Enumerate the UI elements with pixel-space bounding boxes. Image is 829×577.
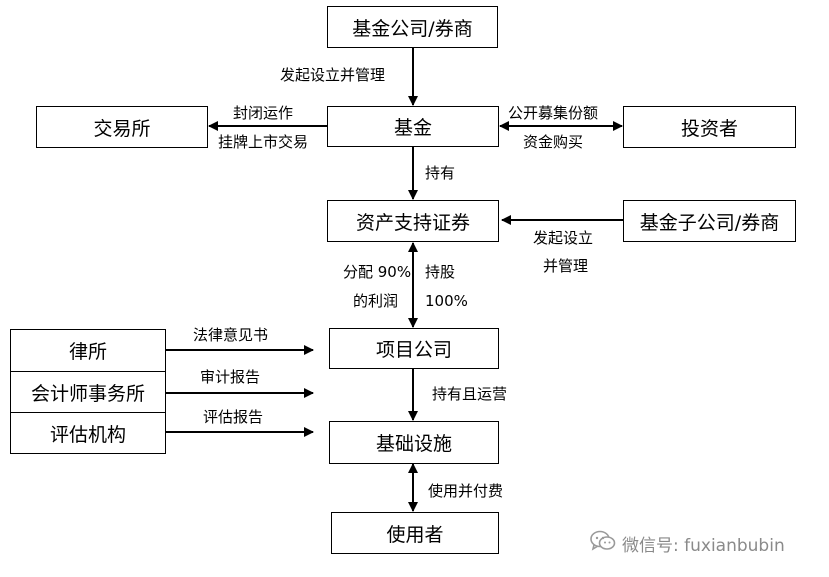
- fund-box: 基金: [327, 106, 499, 147]
- label-initiate-setup: 发起设立: [533, 229, 594, 247]
- label-initiate-manage: 发起设立并管理: [280, 66, 386, 84]
- user-box: 使用者: [331, 512, 499, 554]
- abs-box: 资产支持证券: [327, 200, 499, 242]
- label-use-pay: 使用并付费: [428, 482, 504, 500]
- project-company-box: 项目公司: [329, 328, 499, 369]
- label-appraisal-report: 评估报告: [203, 408, 264, 426]
- label-public-raise: 公开募集份额: [508, 104, 599, 122]
- law-firm-box: 律所: [10, 329, 166, 372]
- label-of-profit: 的利润: [353, 292, 399, 310]
- exchange-box: 交易所: [36, 106, 208, 148]
- label-pct-100: 100%: [425, 292, 468, 310]
- label-hold-shares: 持股: [425, 263, 456, 281]
- label-distribute-90: 分配 90%: [343, 263, 412, 281]
- appraisal-agency-box: 评估机构: [10, 412, 166, 454]
- watermark: 微信号: fuxianbubin: [590, 530, 785, 557]
- watermark-text: 微信号: fuxianbubin: [622, 536, 785, 556]
- label-legal-opinion: 法律意见书: [193, 326, 269, 344]
- label-audit-report: 审计报告: [200, 368, 261, 386]
- accounting-firm-box: 会计师事务所: [10, 371, 166, 413]
- investor-box: 投资者: [623, 106, 796, 148]
- label-hold: 持有: [425, 164, 456, 182]
- wechat-icon: [590, 530, 616, 557]
- infrastructure-box: 基础设施: [329, 421, 499, 464]
- label-hold-operate: 持有且运营: [432, 385, 508, 403]
- fund-company-box: 基金公司/券商: [327, 6, 498, 48]
- fund-subsidiary-box: 基金子公司/券商: [623, 200, 796, 242]
- label-listed-trading: 挂牌上市交易: [218, 133, 309, 151]
- label-and-manage: 并管理: [543, 257, 589, 275]
- label-fund-purchase: 资金购买: [523, 133, 584, 151]
- label-closed-operation: 封闭运作: [233, 104, 294, 122]
